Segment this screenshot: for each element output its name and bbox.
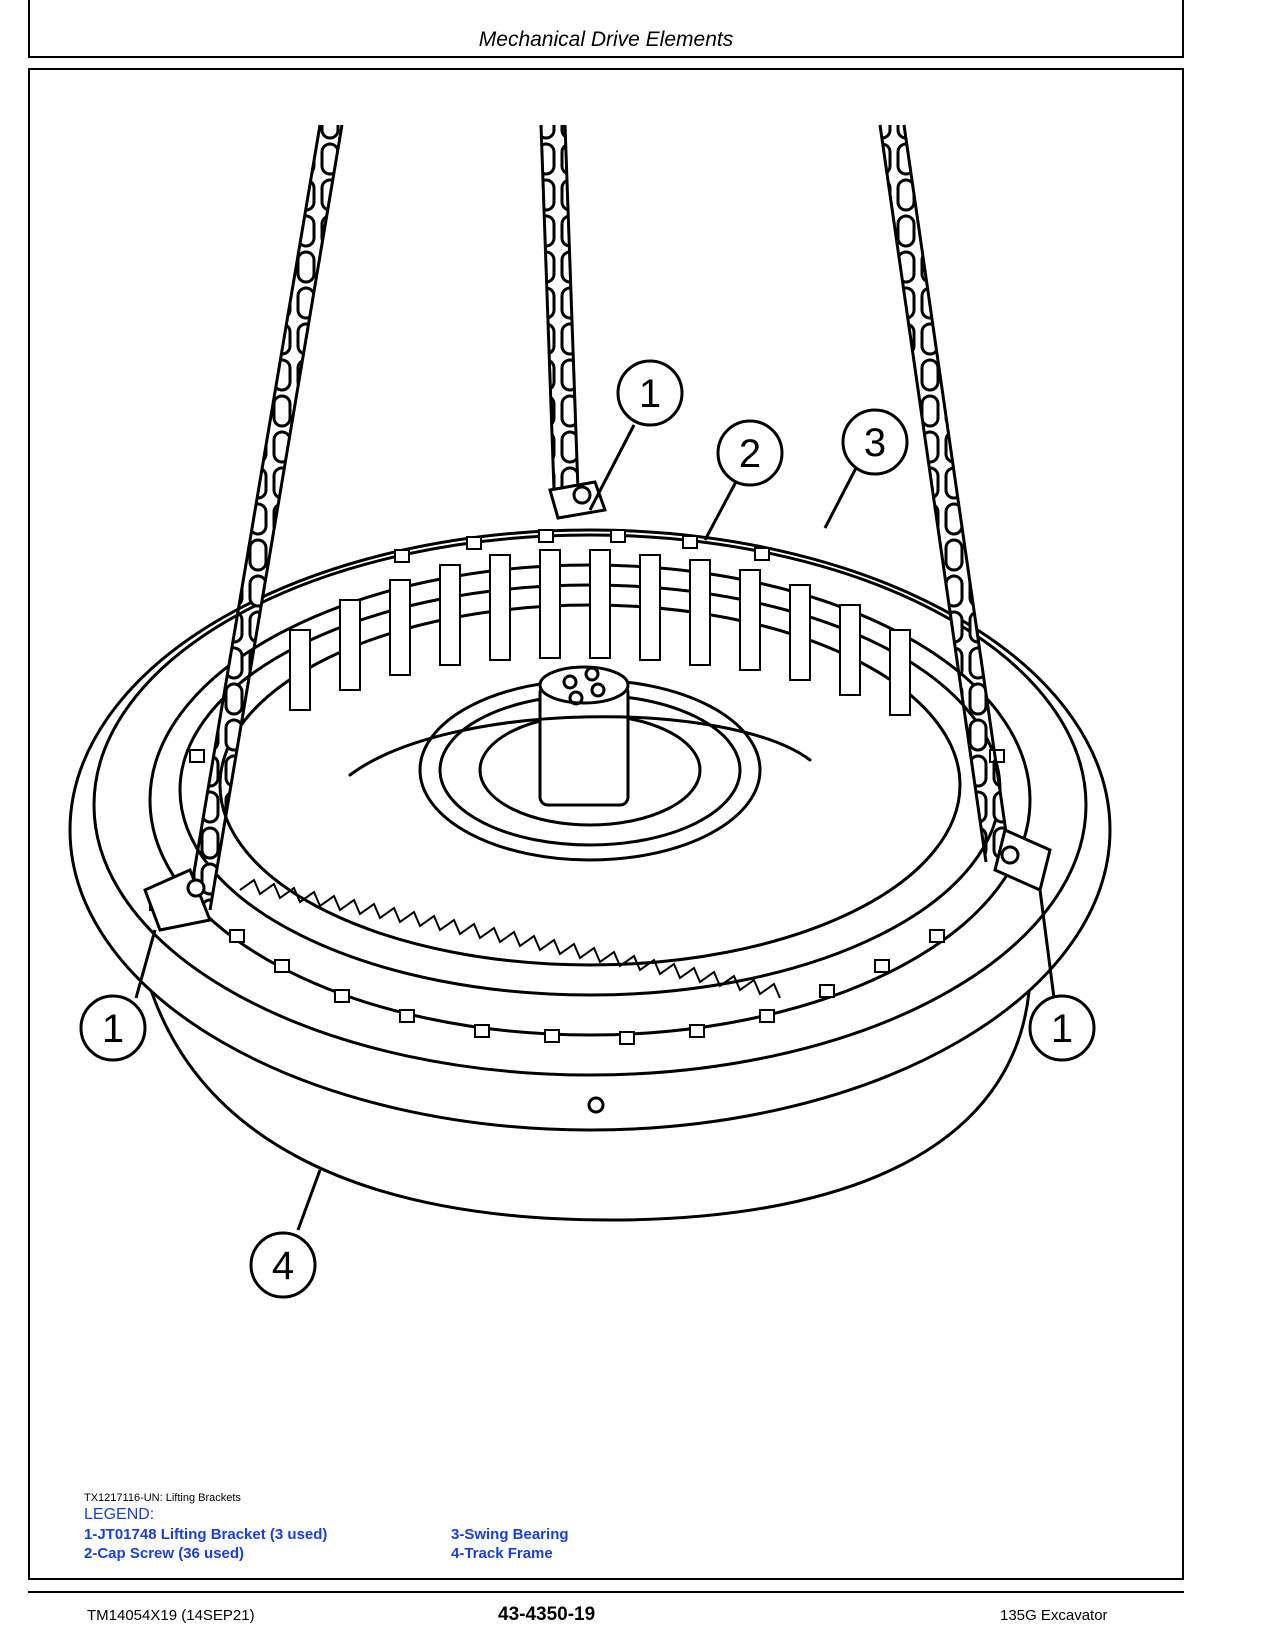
callout-1-left: 1 xyxy=(102,1007,124,1051)
legend-item-2: 2-Cap Screw (36 used) xyxy=(84,1545,245,1562)
callout-1-right: 1 xyxy=(1051,1007,1073,1051)
callout-1-top: 1 xyxy=(639,372,661,416)
figure-id-caption: TX1217116-UN: Lifting Brackets xyxy=(84,1492,241,1504)
figure-frame xyxy=(28,68,1184,1580)
footer-doc-id: TM14054X19 (14SEP21) xyxy=(87,1607,255,1624)
legend-item-3: 3-Swing Bearing xyxy=(451,1526,569,1543)
callout-3: 3 xyxy=(864,421,886,465)
swing-bearing-illustration: 1 2 3 1 1 4 xyxy=(68,124,1112,1299)
footer-machine: 135G Excavator xyxy=(1000,1607,1108,1624)
page-header: Mechanical Drive Elements xyxy=(28,0,1184,58)
footer-divider xyxy=(28,1591,1184,1593)
legend-item-1: 1-JT01748 Lifting Bracket (3 used) xyxy=(84,1526,328,1543)
callout-2: 2 xyxy=(739,432,761,476)
section-title: Mechanical Drive Elements xyxy=(478,28,734,51)
legend-item-4: 4-Track Frame xyxy=(451,1545,553,1562)
callout-4: 4 xyxy=(272,1244,294,1288)
legend-title: LEGEND: xyxy=(84,1506,155,1523)
footer-page-number: 43-4350-19 xyxy=(498,1604,596,1625)
